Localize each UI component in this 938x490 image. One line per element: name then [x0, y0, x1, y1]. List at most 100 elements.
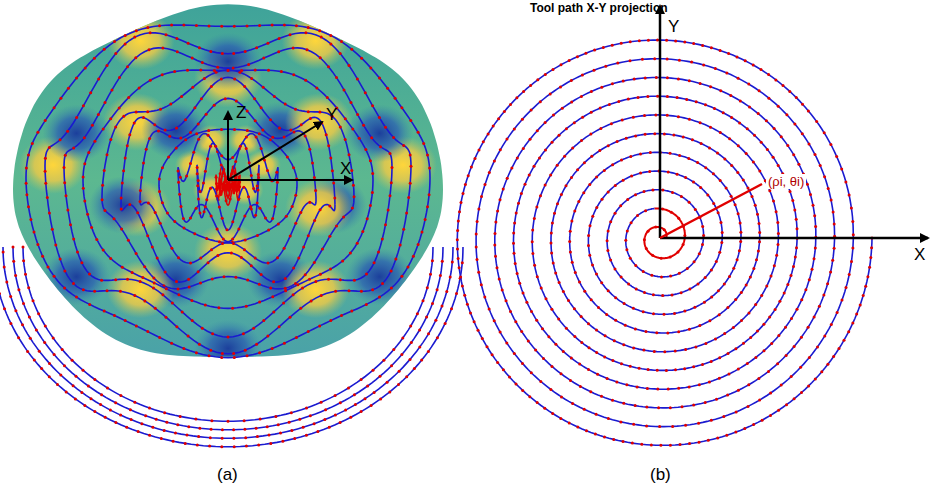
cutter-contact-point — [390, 287, 393, 290]
cutter-contact-point — [95, 238, 98, 241]
cutter-contact-point — [663, 350, 666, 353]
cutter-contact-point — [671, 425, 674, 428]
cutter-contact-point — [25, 167, 28, 170]
cutter-contact-point — [339, 401, 342, 404]
cutter-contact-point — [254, 69, 257, 72]
cutter-contact-point — [260, 147, 263, 150]
cutter-contact-point — [427, 332, 430, 335]
cutter-contact-point — [320, 36, 323, 39]
cutter-contact-point — [589, 133, 592, 136]
cutter-contact-point — [569, 230, 572, 233]
cutter-contact-point — [600, 281, 603, 284]
cutter-contact-point — [570, 176, 573, 179]
cutter-contact-point — [275, 171, 278, 174]
cutter-contact-point — [273, 95, 276, 98]
cutter-contact-point — [544, 184, 547, 187]
cutter-contact-point — [91, 124, 94, 127]
cutter-contact-point — [119, 414, 122, 417]
cutter-contact-point — [796, 308, 799, 311]
cutter-contact-point — [606, 249, 609, 252]
cutter-contact-point — [669, 255, 672, 258]
cutter-contact-point — [288, 421, 291, 424]
cutter-contact-point — [148, 48, 151, 51]
cutter-contact-point — [274, 205, 277, 208]
cutter-contact-point — [180, 205, 183, 208]
cutter-contact-point — [571, 402, 574, 405]
cutter-contact-point — [224, 97, 227, 100]
panel-caption: (a) — [217, 466, 238, 483]
cutter-contact-point — [176, 50, 179, 53]
cutter-contact-point — [718, 377, 721, 380]
cutter-contact-point — [634, 134, 637, 137]
cutter-contact-point — [290, 411, 293, 414]
cutter-contact-point — [232, 242, 235, 245]
cutter-contact-point — [544, 148, 547, 151]
cutter-contact-point — [258, 24, 261, 27]
cutter-contact-point — [747, 383, 750, 386]
cutter-contact-point — [850, 260, 853, 263]
cutter-contact-point — [277, 423, 280, 426]
cutter-contact-point — [681, 405, 684, 408]
cutter-contact-point — [196, 166, 199, 169]
cutter-contact-point — [121, 266, 124, 269]
cutter-contact-point — [294, 222, 297, 225]
cutter-contact-point — [109, 257, 112, 260]
cutter-contact-point — [571, 147, 574, 150]
cutter-contact-point — [390, 364, 393, 367]
cutter-contact-point — [232, 437, 235, 440]
cutter-contact-point — [830, 199, 833, 202]
cutter-contact-point — [660, 257, 663, 260]
cutter-contact-point — [770, 342, 773, 345]
cutter-contact-point — [144, 414, 147, 417]
cutter-contact-point — [851, 321, 854, 324]
cutter-contact-point — [308, 278, 311, 281]
cutter-contact-point — [756, 213, 759, 216]
cutter-contact-point — [561, 107, 564, 110]
cutter-contact-point — [405, 212, 408, 215]
axes-2d — [660, 6, 928, 238]
cutter-contact-point — [492, 125, 495, 128]
cutter-contact-point — [82, 187, 85, 190]
cutter-contact-point — [109, 117, 112, 120]
cutter-contact-point — [278, 37, 281, 40]
cutter-contact-point — [688, 328, 691, 331]
cutter-contact-point — [233, 445, 236, 448]
cutter-contact-point — [213, 69, 216, 72]
cutter-contact-point — [405, 375, 408, 378]
cutter-contact-point — [497, 117, 500, 120]
cutter-contact-point — [710, 360, 713, 363]
cutter-contact-point — [204, 304, 207, 307]
cutter-contact-point — [505, 299, 508, 302]
cutter-contact-point — [567, 299, 570, 302]
cutter-contact-point — [272, 310, 275, 313]
cutter-contact-point — [416, 312, 419, 315]
cutter-contact-point — [155, 418, 158, 421]
cutter-contact-point — [736, 171, 739, 174]
cutter-contact-point — [371, 288, 374, 291]
cutter-contact-point — [366, 385, 369, 388]
cutter-contact-point — [174, 432, 177, 435]
cutter-contact-point — [82, 369, 85, 372]
cutter-contact-point — [629, 365, 632, 368]
cutter-contact-point — [538, 156, 541, 159]
cutter-contact-point — [209, 349, 212, 352]
cutter-contact-point — [669, 444, 672, 447]
cutter-contact-point — [710, 419, 713, 422]
cutter-contact-point — [220, 164, 223, 167]
cutter-contact-point — [148, 434, 151, 437]
cutter-contact-point — [590, 298, 593, 301]
cutter-contact-point — [814, 378, 817, 381]
cutter-contact-point — [529, 138, 532, 141]
cutter-contact-point — [319, 56, 322, 59]
cutter-contact-point — [335, 76, 338, 79]
cutter-contact-point — [203, 77, 206, 80]
cutter-contact-point — [124, 42, 127, 45]
cutter-contact-point — [188, 285, 191, 288]
cutter-contact-point — [329, 34, 332, 37]
cutter-contact-point — [121, 182, 124, 185]
cutter-contact-point — [232, 66, 235, 69]
cutter-contact-point — [310, 299, 313, 302]
cutter-contact-point — [644, 76, 647, 79]
cutter-contact-point — [513, 352, 516, 355]
